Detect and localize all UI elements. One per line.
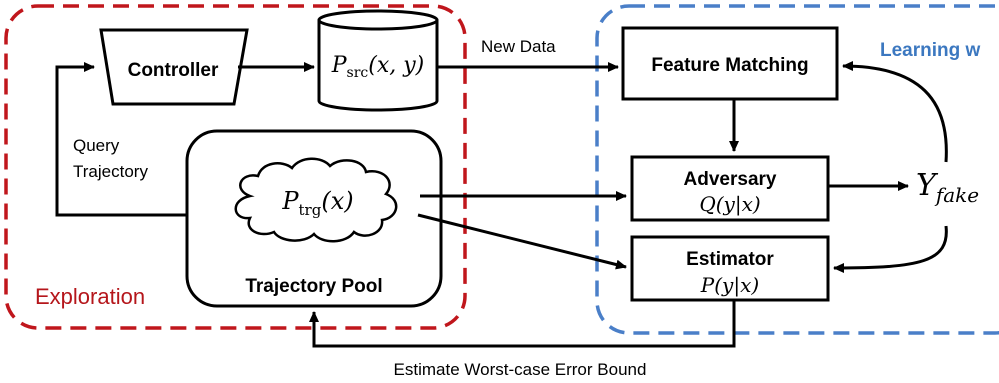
- edge-ptrg-estimator: [417, 213, 627, 270]
- ptrg-cloud: [234, 157, 398, 243]
- edge-yfake-feature: [842, 61, 948, 163]
- bottom-edge-label: Estimate Worst-case Error Bound: [394, 360, 647, 379]
- trajectory-pool-label: Trajectory Pool: [245, 276, 382, 297]
- query-label-line2: Trajectory: [73, 162, 148, 181]
- exploration-region: [4, 4, 467, 330]
- estimator-formula: P(y|x): [700, 273, 759, 298]
- edge-yfake-estimator: [833, 225, 948, 273]
- yfake-label: Yfake: [916, 168, 979, 207]
- estimator-node: [630, 235, 830, 302]
- feature-matching-node: [621, 26, 839, 101]
- controller-shape: [99, 28, 249, 106]
- adversary-formula: Q(y|x): [699, 192, 760, 217]
- psrc-formula: Psrc(x, y): [331, 53, 425, 81]
- controller-label: Controller: [128, 60, 219, 81]
- learning-region: [595, 4, 999, 335]
- edge-estimator-pool: [309, 300, 736, 348]
- new-data-label: New Data: [481, 37, 556, 56]
- edge-query-trajectory: [55, 62, 187, 217]
- feature-matching-label: Feature Matching: [651, 55, 808, 76]
- learning-label: Learning w: [880, 40, 981, 61]
- estimator-label: Estimator: [686, 249, 774, 270]
- adversary-node: [630, 155, 830, 222]
- adversary-label: Adversary: [684, 169, 777, 190]
- psrc-database: [317, 9, 439, 112]
- ptrg-formula: Ptrg(x): [281, 187, 353, 219]
- query-label-line1: Query: [73, 136, 120, 155]
- exploration-label: Exploration: [35, 284, 145, 309]
